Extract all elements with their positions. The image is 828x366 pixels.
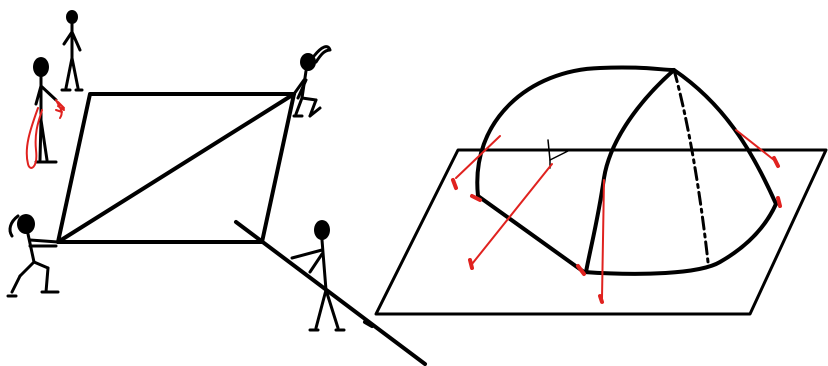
tent-front-edge [478,196,776,274]
measuring-tape [236,222,425,364]
person-kneeling-top-right [294,47,330,116]
tent-pegs [453,158,780,302]
person-holding-tape [292,220,344,330]
person-with-rope [27,57,64,168]
tent-pole-front [586,70,674,272]
diagonal-rope [58,94,294,242]
tent-pole-back [674,70,708,262]
right-panel [376,67,826,314]
left-panel [8,10,425,364]
tent-dome-outline [477,67,776,204]
person-standing-top [62,10,82,90]
person-kneeling-bottom-left [8,214,58,296]
